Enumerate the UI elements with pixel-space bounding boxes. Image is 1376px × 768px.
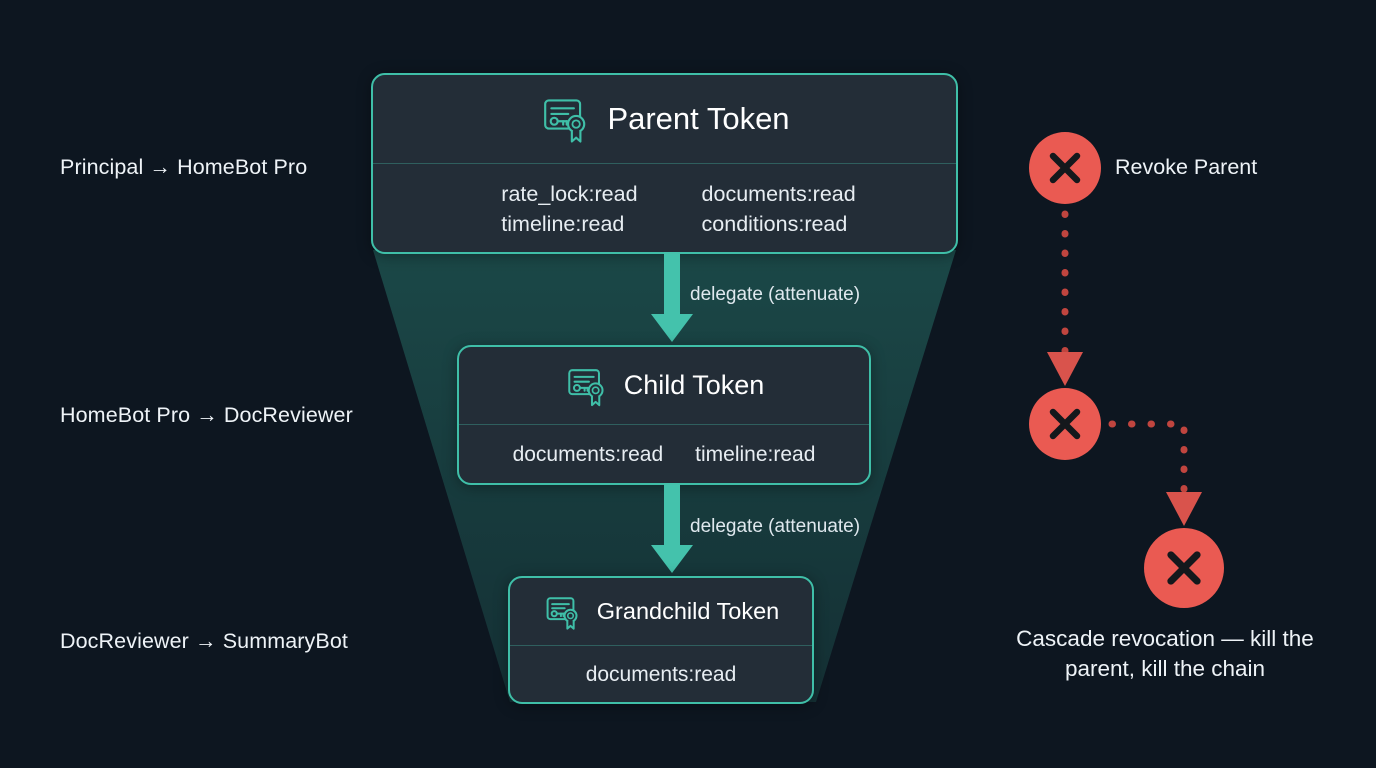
x-icon [1049, 152, 1081, 184]
token-card-grandchild[interactable]: Grandchild Token documents:read [508, 576, 814, 704]
token-card-child[interactable]: Child Token documents:read timeline:read [457, 345, 871, 485]
scope-item: timeline:read [501, 212, 625, 236]
revoke-parent-label: Revoke Parent [1115, 155, 1258, 179]
scope-column: documents:read [513, 441, 664, 469]
token-scopes-child: documents:read timeline:read [459, 425, 869, 483]
revoke-parent-button[interactable] [1029, 132, 1101, 204]
chain-label-principal-homebot: Principal → HomeBot Pro [60, 155, 308, 179]
revoke-arrowhead [1166, 492, 1202, 526]
scope-item: documents:read [512, 443, 664, 466]
scope-column: documents:read conditions:read [702, 179, 856, 239]
delegate-label-child-to-grandchild: delegate (attenuate) [690, 516, 861, 537]
token-title-parent: Parent Token [607, 101, 790, 136]
chain-label-homebot-docreviewer: HomeBot Pro → DocReviewer [60, 403, 353, 427]
scope-column: timeline:read [695, 441, 815, 469]
token-scopes-parent: rate_lock:read timeline:read documents:r… [373, 164, 956, 252]
x-icon [1167, 551, 1201, 585]
token-header-parent: Parent Token [373, 75, 956, 164]
delegate-arrow-parent-to-child [651, 252, 693, 342]
token-title-grandchild: Grandchild Token [596, 598, 780, 624]
scope-item: timeline:read [695, 443, 816, 466]
delegate-arrow-child-to-grandchild [651, 483, 693, 573]
cascade-caption-line-2: parent, kill the chain [1064, 656, 1266, 681]
revoke-child-button[interactable] [1029, 388, 1101, 460]
token-header-child: Child Token [459, 347, 869, 425]
scope-item: conditions:read [701, 212, 848, 236]
token-header-grandchild: Grandchild Token [510, 578, 812, 646]
certificate-key-icon [546, 596, 578, 630]
x-icon [1049, 408, 1081, 440]
token-scopes-grandchild: documents:read [510, 646, 812, 702]
certificate-key-icon [567, 368, 604, 406]
delegate-label-parent-to-child: delegate (attenuate) [690, 284, 861, 305]
chain-label-docreviewer-summarybot: DocReviewer → SummaryBot [60, 629, 348, 653]
scope-column: rate_lock:read timeline:read [501, 179, 637, 239]
scope-column: documents:read [586, 661, 737, 689]
token-card-parent[interactable]: Parent Token rate_lock:read timeline:rea… [371, 73, 958, 254]
revoke-arrowhead [1047, 352, 1083, 386]
cascade-caption-line-1: Cascade revocation — kill the [1016, 626, 1314, 651]
scope-item: documents:read [585, 663, 737, 686]
scope-item: rate_lock:read [501, 182, 638, 206]
token-title-child: Child Token [623, 370, 765, 400]
scope-item: documents:read [701, 182, 856, 206]
revoke-grandchild-button[interactable] [1144, 528, 1224, 608]
certificate-key-icon [544, 99, 586, 143]
revoke-path-segment [1108, 420, 1188, 504]
cascade-revocation-caption: Cascade revocation — kill the parent, ki… [960, 624, 1370, 684]
